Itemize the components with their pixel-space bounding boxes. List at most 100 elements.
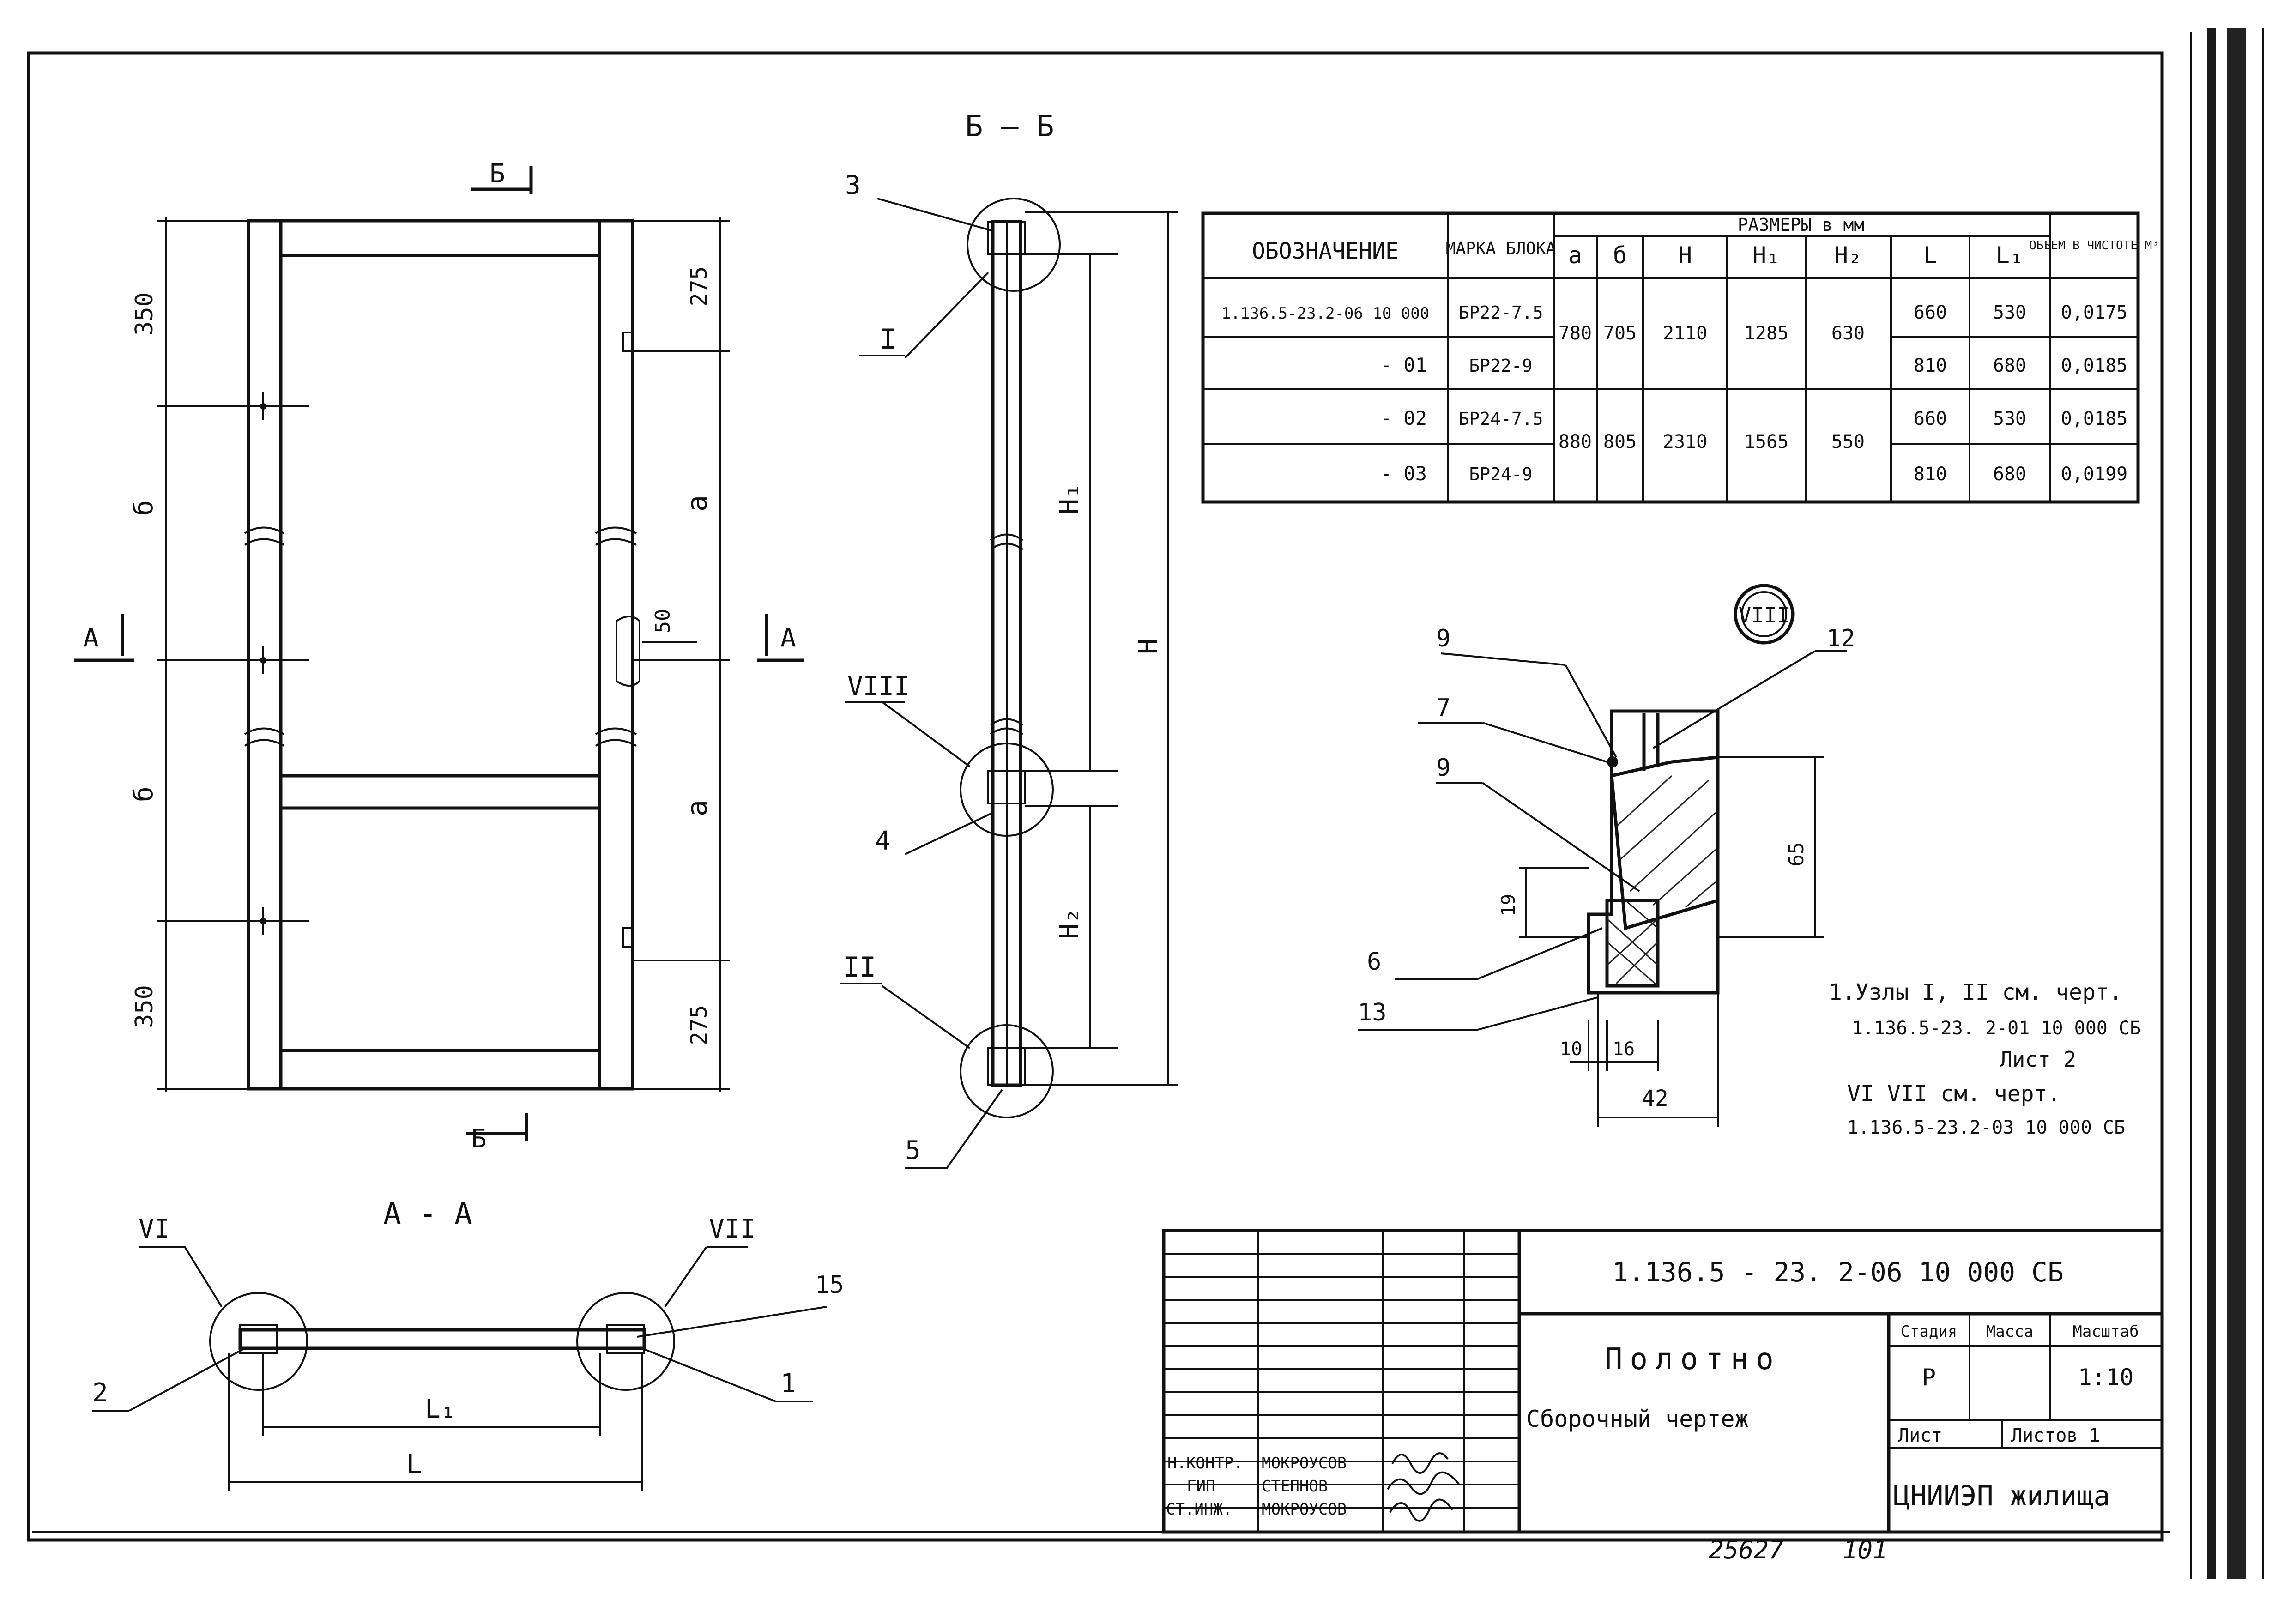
row0-volume: 0,0175 <box>2061 302 2128 323</box>
dim-10: 10 <box>1560 1038 1582 1060</box>
title-block: 1.136.5 - 23. 2-06 10 000 СБ Полотно Сбо… <box>1162 1229 2164 1534</box>
sheets-label: Листов 1 <box>2011 1425 2100 1446</box>
group0-delta: 705 <box>1603 323 1637 344</box>
cut-b-top-label: Б <box>489 159 505 189</box>
callout-4: 4 <box>875 826 891 856</box>
callout-node-I: I <box>880 323 896 356</box>
organization: ЦНИИЭП жилища <box>1893 1480 2110 1512</box>
row3-L: 810 <box>1914 464 1947 485</box>
callout-node-VIII: VIII <box>847 671 910 701</box>
detail-callout-6: 6 <box>1367 948 1381 976</box>
dim-b-upper: б <box>129 500 159 516</box>
section-aa-view: А - А L₁ L VI VII 15 2 1 <box>92 1197 844 1491</box>
note-line-3: Лист 2 <box>2000 1047 2076 1072</box>
note-line-2: 1.136.5-23. 2-01 10 000 СБ <box>1852 1018 2141 1039</box>
group1-H2: 550 <box>1831 431 1865 453</box>
dim-b-lower: б <box>129 786 159 802</box>
group1-delta: 805 <box>1603 431 1637 453</box>
drawing-subtitle: Сборочный чертеж <box>1526 1406 1749 1432</box>
dim-275-bottom: 275 <box>686 1005 712 1045</box>
callout-3: 3 <box>845 170 861 200</box>
header-L1: L₁ <box>1996 242 2024 269</box>
note-line-5: 1.136.5-23.2-03 10 000 СБ <box>1847 1117 2125 1138</box>
row3-mark: БР24-9 <box>1469 464 1532 484</box>
group1-a: 880 <box>1559 431 1592 453</box>
row1-L: 810 <box>1914 355 1947 376</box>
header-delta: б <box>1613 242 1627 269</box>
note-line-4: VI VII см. черт. <box>1847 1081 2060 1107</box>
group0-H: 2110 <box>1663 323 1707 344</box>
sig-role-3: СТ.ИНЖ. <box>1166 1500 1232 1519</box>
detail-callout-9-mid: 9 <box>1436 754 1450 782</box>
front-frame-view: 350 б б 350 275 а 50 а 275 Б Б А А <box>74 159 804 1154</box>
detail-callout-7: 7 <box>1436 694 1450 722</box>
header-mark: МАРКА БЛОКА <box>1446 239 1556 258</box>
cut-a-left-label: А <box>83 623 99 653</box>
dim-a-upper: а <box>681 495 713 512</box>
cut-b-bottom-label: Б <box>471 1124 487 1154</box>
sig-name-1: МОКРОУСОВ <box>1262 1454 1347 1473</box>
cut-a-right-label: А <box>780 623 796 653</box>
group0-H1: 1285 <box>1744 323 1788 344</box>
sig-name-3: МОКРОУСОВ <box>1262 1500 1347 1519</box>
footer: 25627 101 <box>1709 1535 1888 1564</box>
detail-callout-12: 12 <box>1826 625 1855 652</box>
callout-1: 1 <box>780 1369 796 1399</box>
row1-volume: 0,0185 <box>2061 355 2128 376</box>
row2-designation: - 02 <box>1380 407 1427 429</box>
mass-label: Масса <box>1986 1322 2033 1341</box>
row2-mark: БР24-7.5 <box>1458 409 1543 429</box>
section-bb-view: Б – Б H H₁ H₂ 3 I VIII 4 <box>840 109 1178 1169</box>
row3-L1: 680 <box>1993 464 2026 485</box>
row0-designation: 1.136.5-23.2-06 10 000 <box>1221 304 1429 323</box>
header-H2: Н₂ <box>1834 242 1862 269</box>
row2-L1: 530 <box>1993 408 2026 429</box>
section-bb-title: Б – Б <box>965 109 1054 144</box>
header-L: L <box>1923 242 1937 269</box>
dim-350-bottom: 350 <box>131 985 158 1028</box>
stage-value: Р <box>1922 1364 1936 1391</box>
dim-H1: H₁ <box>1055 483 1085 514</box>
spec-table: ОБОЗНАЧЕНИЕ МАРКА БЛОКА РАЗМЕРЫ в мм ОБЪ… <box>1201 211 2159 504</box>
detail-callout-9-top: 9 <box>1436 625 1450 652</box>
sig-name-2: СТЕПНОВ <box>1262 1477 1328 1496</box>
dim-50: 50 <box>651 609 675 634</box>
header-volume: ОБЪЕМ В ЧИСТОТЕ М³ <box>2029 239 2159 253</box>
scale-label: Масштаб <box>2072 1322 2139 1341</box>
row0-L: 660 <box>1914 302 1947 323</box>
callout-node-II: II <box>843 951 876 984</box>
notes: 1.Узлы I, II см. черт. 1.136.5-23. 2-01 … <box>1829 979 2141 1138</box>
dim-42: 42 <box>1642 1086 1668 1111</box>
row1-designation: - 01 <box>1380 354 1427 376</box>
dim-a-lower: а <box>681 800 713 816</box>
detail-viii-label: VIII <box>1739 603 1790 628</box>
row0-mark: БР22-7.5 <box>1458 302 1543 323</box>
sig-role-2: ГИП <box>1187 1477 1215 1496</box>
header-H: Н <box>1678 242 1692 269</box>
row3-volume: 0,0199 <box>2061 464 2128 485</box>
row1-mark: БР22-9 <box>1469 356 1532 376</box>
dim-H: H <box>1133 639 1163 654</box>
stage-label: Стадия <box>1901 1322 1958 1341</box>
dim-H2: H₂ <box>1055 908 1085 939</box>
dim-16: 16 <box>1613 1038 1635 1060</box>
drawing-title: Полотно <box>1605 1342 1781 1377</box>
callout-15: 15 <box>815 1271 844 1299</box>
section-aa-title: А - А <box>383 1197 472 1231</box>
page-number: 101 <box>1843 1535 1888 1564</box>
scale-value: 1:10 <box>2078 1364 2133 1391</box>
callout-node-VI: VI <box>139 1214 169 1244</box>
header-a: а <box>1568 242 1582 269</box>
callout-2: 2 <box>92 1378 108 1408</box>
dim-65: 65 <box>1785 842 1808 867</box>
row3-designation: - 03 <box>1380 462 1427 485</box>
dim-350-top: 350 <box>131 292 158 336</box>
dim-L: L <box>406 1449 422 1479</box>
callout-node-VII: VII <box>709 1214 755 1244</box>
group1-H1: 1565 <box>1744 431 1788 453</box>
row2-L: 660 <box>1914 408 1947 429</box>
row0-L1: 530 <box>1993 302 2026 323</box>
doc-code: 1.136.5 - 23. 2-06 10 000 СБ <box>1612 1256 2064 1288</box>
group1-H: 2310 <box>1663 431 1707 453</box>
